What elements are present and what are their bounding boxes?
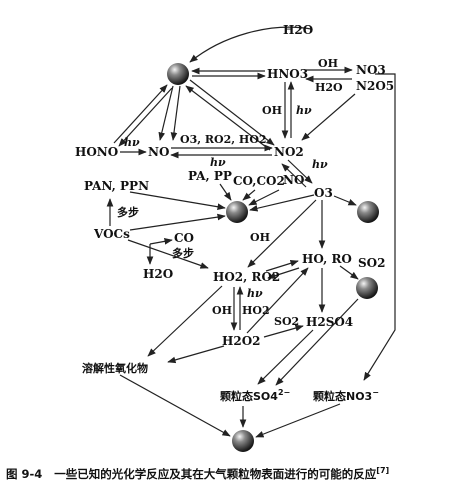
particle-top <box>167 63 189 85</box>
label-h2o2: H2O2 <box>222 334 261 348</box>
label-hv-right: hν <box>296 104 312 117</box>
label-hno3: HNO3 <box>267 67 308 81</box>
label-hv-d: hν <box>247 287 263 300</box>
label-pan-ppn: PAN, PPN <box>84 179 149 193</box>
label-oh-left: OH <box>262 104 282 117</box>
caption-ref: [7] <box>376 466 389 475</box>
label-pa-pp: PA, PP <box>188 169 232 183</box>
label-no: NO <box>148 145 169 159</box>
particle-right <box>357 201 379 223</box>
label-so2-b: SO2 <box>274 315 299 328</box>
particle-no3-charge: − <box>372 388 379 397</box>
label-h2o-low: H2O <box>143 267 173 281</box>
label-so2-a: SO2 <box>358 256 385 270</box>
particle-so4-text: 颗粒态SO4 <box>220 389 278 403</box>
label-vocs: VOCs <box>93 227 130 241</box>
label-ho2-ro2: HO2, RO2 <box>213 270 280 284</box>
caption-text: 一些已知的光化学反应及其在大气颗粒物表面进行的可能的反应 <box>54 467 376 481</box>
label-h2so4: H2SO4 <box>306 315 353 329</box>
label-particle-no3: 颗粒态NO3− <box>313 388 379 403</box>
label-multistep-a: 多步 <box>117 205 139 219</box>
label-oh-low: OH <box>212 304 232 317</box>
label-ho-ro: HO, RO <box>302 252 352 266</box>
label-soluble-oxides: 溶解性氧化物 <box>82 361 148 375</box>
label-hono: HONO <box>75 145 118 159</box>
particle-sulfate <box>356 277 378 299</box>
label-co: CO <box>174 231 194 245</box>
caption-number: 图 9-4 <box>6 467 42 481</box>
label-no3: NO3 <box>356 63 386 77</box>
label-oh-mid: OH <box>250 231 270 244</box>
reaction-arrows <box>106 26 396 438</box>
figure-caption: 图 9-4 一些已知的光化学反应及其在大气颗粒物表面进行的可能的反应[7] <box>6 466 389 481</box>
particle-so4-charge: 2− <box>278 388 290 397</box>
label-no2: NO2 <box>274 145 304 159</box>
label-h2o-b: H2O <box>315 81 343 94</box>
particle-bottom <box>232 430 254 452</box>
particle-no3-text: 颗粒态NO3 <box>313 389 372 403</box>
label-o3: O3 <box>314 186 333 200</box>
label-particle-so4: 颗粒态SO42− <box>220 388 290 403</box>
label-multistep-b: 多步 <box>172 246 194 260</box>
label-n2o5: N2O5 <box>356 79 394 93</box>
label-no-c: NO <box>283 173 304 187</box>
label-co-co2: CO,CO2 <box>233 174 285 188</box>
label-hv-a: hν <box>124 136 140 149</box>
label-o3-ro2-ho2: O3, RO2, HO2 <box>180 133 267 146</box>
particle-middle <box>226 201 248 223</box>
label-ho2: HO2 <box>242 304 270 317</box>
label-oh-a: OH <box>318 57 338 70</box>
label-h2o-top: H2O <box>283 23 313 37</box>
label-hv-c: hν <box>312 158 328 171</box>
label-hv-b: hν <box>210 156 226 169</box>
